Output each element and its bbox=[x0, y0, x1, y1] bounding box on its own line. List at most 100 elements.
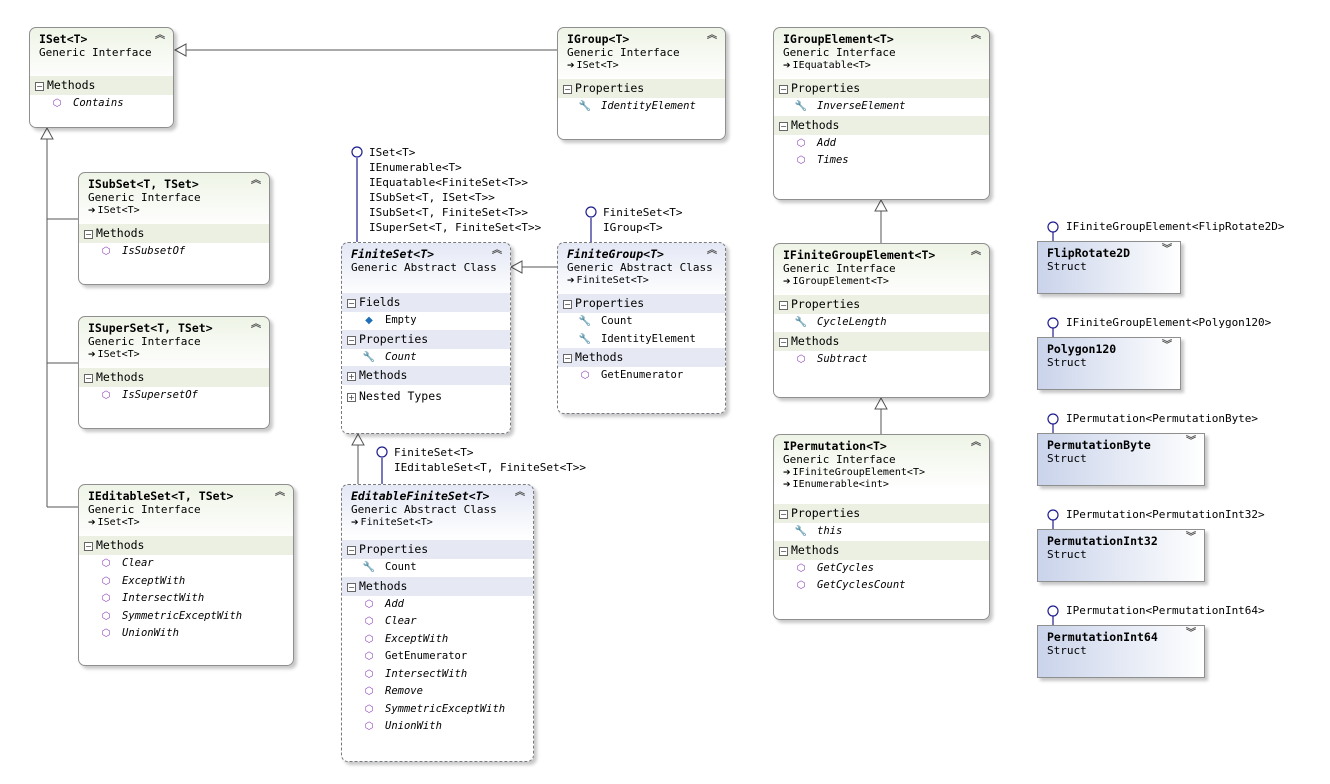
collapse-section-icon[interactable]: − bbox=[84, 542, 93, 551]
expand-chevron-icon[interactable]: ︾ bbox=[1162, 340, 1172, 351]
ipermutation-interface-box[interactable]: IPermutation<T> Generic Interface ➔IFini… bbox=[773, 434, 990, 620]
finiteset-member[interactable]: 🔧Count bbox=[342, 349, 510, 367]
ipermutation-member[interactable]: ⬡GetCyclesCount bbox=[774, 577, 989, 595]
isubset-interface-box[interactable]: ISubSet<T, TSet> Generic Interface ➔ISet… bbox=[78, 172, 270, 285]
collapse-section-icon[interactable]: − bbox=[779, 121, 788, 131]
finiteset-class-box[interactable]: FiniteSet<T> Generic Abstract Class ︽ −F… bbox=[341, 242, 511, 434]
expand-chevron-icon[interactable]: ︾ bbox=[1162, 244, 1172, 255]
ieditableset-member[interactable]: ⬡IntersectWith bbox=[79, 590, 293, 608]
collapse-chevron-icon[interactable]: ︽ bbox=[251, 319, 261, 330]
collapse-chevron-icon[interactable]: ︽ bbox=[155, 30, 165, 41]
expand-chevron-icon[interactable]: ︾ bbox=[1186, 628, 1196, 639]
collapse-section-icon[interactable]: − bbox=[779, 546, 788, 556]
editablefiniteset-member[interactable]: ⬡UnionWith bbox=[342, 718, 533, 736]
collapse-chevron-icon[interactable]: ︽ bbox=[707, 30, 717, 41]
editablefiniteset-properties-section[interactable]: −Properties bbox=[342, 540, 533, 559]
igroupelement-interface-box[interactable]: IGroupElement<T> Generic Interface ➔IEqu… bbox=[773, 27, 990, 200]
expand-section-icon[interactable]: + bbox=[347, 393, 356, 402]
editablefiniteset-member[interactable]: ⬡SymmetricExceptWith bbox=[342, 701, 533, 719]
ipermutation-member[interactable]: 🔧this bbox=[774, 523, 989, 541]
expand-section-icon[interactable]: + bbox=[347, 372, 356, 381]
finitegroup-class-box[interactable]: FiniteGroup<T> Generic Abstract Class ➔F… bbox=[557, 242, 726, 414]
editablefiniteset-methods-section[interactable]: −Methods bbox=[342, 576, 533, 596]
permutationbyte-struct-box[interactable]: PermutationByte Struct ︾ bbox=[1037, 433, 1205, 486]
collapse-section-icon[interactable]: − bbox=[779, 85, 788, 94]
editablefiniteset-class-box[interactable]: EditableFiniteSet<T> Generic Abstract Cl… bbox=[341, 484, 534, 762]
ipermutation-properties-section[interactable]: −Properties bbox=[774, 504, 989, 523]
collapse-section-icon[interactable]: − bbox=[35, 82, 44, 91]
isuperset-methods-section[interactable]: −Methods bbox=[79, 368, 269, 387]
igroupelement-member[interactable]: 🔧InverseElement bbox=[774, 98, 989, 116]
editablefiniteset-member[interactable]: ⬡Remove bbox=[342, 683, 533, 701]
ieditableset-member[interactable]: ⬡ExceptWith bbox=[79, 573, 293, 591]
igroupelement-methods-section[interactable]: −Methods bbox=[774, 115, 989, 135]
polygon120-struct-box[interactable]: Polygon120 Struct ︾ bbox=[1037, 337, 1181, 390]
ifinitegroupelement-properties-section[interactable]: −Properties bbox=[774, 295, 989, 314]
permutationint64-struct-box[interactable]: PermutationInt64 Struct ︾ bbox=[1037, 625, 1205, 678]
collapse-section-icon[interactable]: − bbox=[347, 546, 356, 555]
collapse-section-icon[interactable]: − bbox=[779, 301, 788, 310]
collapse-section-icon[interactable]: − bbox=[347, 335, 356, 345]
finiteset-nested-types-section[interactable]: +Nested Types bbox=[342, 387, 510, 406]
ifinitegroupelement-methods-section[interactable]: −Methods bbox=[774, 331, 989, 351]
editablefiniteset-member[interactable]: ⬡ExceptWith bbox=[342, 631, 533, 649]
iset-interface-box[interactable]: ISet<T> Generic Interface ︽ −Methods ⬡Co… bbox=[29, 27, 174, 128]
finiteset-methods-section[interactable]: +Methods bbox=[342, 366, 510, 385]
finitegroup-properties-section[interactable]: −Properties bbox=[558, 294, 725, 313]
isuperset-member[interactable]: ⬡IsSupersetOf bbox=[79, 387, 269, 405]
ieditableset-member[interactable]: ⬡Clear bbox=[79, 555, 293, 573]
igroupelement-member[interactable]: ⬡Times bbox=[774, 152, 989, 170]
collapse-chevron-icon[interactable]: ︽ bbox=[971, 246, 981, 257]
collapse-section-icon[interactable]: − bbox=[84, 374, 93, 383]
collapse-section-icon[interactable]: − bbox=[563, 354, 572, 363]
finitegroup-member[interactable]: 🔧Count bbox=[558, 313, 725, 331]
finitegroup-member[interactable]: ⬡GetEnumerator bbox=[558, 367, 725, 385]
isuperset-interface-box[interactable]: ISuperSet<T, TSet> Generic Interface ➔IS… bbox=[78, 316, 270, 429]
finitegroup-methods-section[interactable]: −Methods bbox=[558, 348, 725, 367]
igroup-interface-box[interactable]: IGroup<T> Generic Interface ➔ISet<T> ︽ −… bbox=[557, 27, 726, 140]
iset-methods-section[interactable]: −Methods bbox=[30, 76, 173, 95]
collapse-chevron-icon[interactable]: ︽ bbox=[275, 487, 285, 498]
ifinitegroupelement-interface-box[interactable]: IFiniteGroupElement<T> Generic Interface… bbox=[773, 243, 990, 398]
collapse-section-icon[interactable]: − bbox=[563, 85, 572, 94]
igroupelement-member[interactable]: ⬡Add bbox=[774, 135, 989, 153]
ieditableset-member[interactable]: ⬡SymmetricExceptWith bbox=[79, 608, 293, 626]
collapse-section-icon[interactable]: − bbox=[84, 230, 93, 239]
collapse-section-icon[interactable]: − bbox=[779, 510, 788, 519]
iset-member-contains[interactable]: ⬡Contains bbox=[30, 95, 173, 113]
collapse-chevron-icon[interactable]: ︽ bbox=[971, 437, 981, 448]
editablefiniteset-member[interactable]: ⬡GetEnumerator bbox=[342, 648, 533, 666]
editablefiniteset-member[interactable]: 🔧Count bbox=[342, 559, 533, 577]
ifinitegroupelement-member[interactable]: ⬡Subtract bbox=[774, 351, 989, 369]
finiteset-fields-section[interactable]: −Fields bbox=[342, 293, 510, 312]
collapse-chevron-icon[interactable]: ︽ bbox=[492, 245, 502, 256]
collapse-chevron-icon[interactable]: ︽ bbox=[251, 175, 261, 186]
finitegroup-member[interactable]: 🔧IdentityElement bbox=[558, 331, 725, 349]
ieditableset-interface-box[interactable]: IEditableSet<T, TSet> Generic Interface … bbox=[78, 484, 294, 666]
collapse-section-icon[interactable]: − bbox=[779, 337, 788, 347]
collapse-chevron-icon[interactable]: ︽ bbox=[707, 245, 717, 256]
collapse-section-icon[interactable]: − bbox=[347, 582, 356, 592]
igroup-member[interactable]: 🔧IdentityElement bbox=[558, 98, 725, 116]
expand-chevron-icon[interactable]: ︾ bbox=[1186, 436, 1196, 447]
isubset-member[interactable]: ⬡IsSubsetOf bbox=[79, 243, 269, 261]
igroupelement-properties-section[interactable]: −Properties bbox=[774, 79, 989, 98]
isubset-methods-section[interactable]: −Methods bbox=[79, 224, 269, 243]
finiteset-properties-section[interactable]: −Properties bbox=[342, 329, 510, 349]
collapse-section-icon[interactable]: − bbox=[347, 299, 356, 308]
ieditableset-methods-section[interactable]: −Methods bbox=[79, 536, 293, 555]
finiteset-member[interactable]: ◆Empty bbox=[342, 312, 510, 330]
collapse-chevron-icon[interactable]: ︽ bbox=[971, 30, 981, 41]
collapse-chevron-icon[interactable]: ︽ bbox=[515, 487, 525, 498]
ipermutation-methods-section[interactable]: −Methods bbox=[774, 540, 989, 560]
editablefiniteset-member[interactable]: ⬡Add bbox=[342, 596, 533, 614]
editablefiniteset-member[interactable]: ⬡Clear bbox=[342, 613, 533, 631]
expand-chevron-icon[interactable]: ︾ bbox=[1186, 532, 1196, 543]
ieditableset-member[interactable]: ⬡UnionWith bbox=[79, 625, 293, 643]
permutationint32-struct-box[interactable]: PermutationInt32 Struct ︾ bbox=[1037, 529, 1205, 582]
ifinitegroupelement-member[interactable]: 🔧CycleLength bbox=[774, 314, 989, 332]
igroup-properties-section[interactable]: −Properties bbox=[558, 79, 725, 98]
editablefiniteset-member[interactable]: ⬡IntersectWith bbox=[342, 666, 533, 684]
fliprotate2d-struct-box[interactable]: FlipRotate2D Struct ︾ bbox=[1037, 241, 1181, 294]
ipermutation-member[interactable]: ⬡GetCycles bbox=[774, 560, 989, 578]
